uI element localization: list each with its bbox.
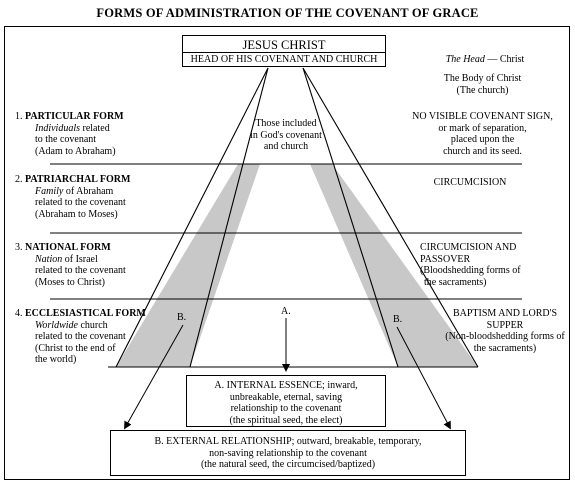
marker-left-b: B. — [177, 312, 187, 323]
form-line-italic: Nation — [35, 253, 63, 265]
center-note-line: Those included — [255, 118, 317, 129]
sign-line: church and its seed. — [443, 145, 522, 157]
sign-line: CIRCUMCISION — [433, 177, 507, 188]
marker-right-b: B. — [393, 314, 403, 325]
form-3-sign: CIRCUMCISION AND PASSOVER (Bloodshedding… — [420, 242, 568, 288]
form-2-label: 2. PATRIARCHAL FORM Family of Abraham re… — [15, 174, 175, 220]
form-line-italic: Individuals — [35, 122, 80, 134]
diagram-frame — [4, 26, 570, 480]
sign-line: (Non-bloodshedding forms of — [445, 331, 565, 342]
form-line: (Abraham to Moses) — [35, 208, 118, 220]
head-box: JESUS CHRIST HEAD OF HIS COVENANT AND CH… — [182, 35, 386, 67]
form-number: 2. — [15, 174, 23, 185]
form-name: PATRIARCHAL FORM — [25, 174, 131, 185]
form-line: to the covenant — [35, 134, 97, 145]
form-line: (Adam to Abraham) — [35, 145, 116, 157]
sign-line: CIRCUMCISION AND PASSOVER — [420, 242, 517, 265]
head-note: The Head — Christ — [420, 54, 550, 66]
cone-right-outer — [302, 67, 479, 368]
center-note-line: and church — [263, 141, 309, 152]
form-line: of Israel — [62, 253, 98, 265]
body-note: The Body of Christ (The church) — [415, 73, 550, 96]
sign-line: (Bloodshedding forms of — [420, 265, 521, 276]
form-line: (Moses to Christ) — [35, 276, 105, 288]
head-note-rest: — Christ — [484, 54, 525, 65]
box-a-line: relationship to the covenant — [230, 403, 342, 414]
box-b-line: non-saving relationship to the covenant — [209, 447, 367, 459]
form-line: related to the covenant — [35, 331, 126, 342]
form-4-sign: BAPTISM AND LORD'S SUPPER (Non-bloodshed… — [435, 308, 575, 354]
sign-line: SUPPER — [486, 319, 524, 331]
sign-line: or mark of separation, — [438, 122, 527, 134]
form-number: 4. — [15, 308, 23, 319]
box-b-line: B. EXTERNAL RELATIONSHIP; outward, break… — [154, 436, 422, 447]
form-line: related — [80, 122, 110, 134]
marker-center-a: A. — [281, 306, 291, 317]
arrow-right-b — [396, 326, 451, 430]
form-2-sign: CIRCUMCISION — [420, 177, 520, 189]
sign-line: placed upon the — [450, 134, 515, 145]
diagram-title: FORMS OF ADMINISTRATION OF THE COVENANT … — [96, 6, 479, 20]
form-line-italic: Family — [35, 185, 64, 197]
form-1-label: 1. PARTICULAR FORM Individuals related t… — [15, 111, 175, 157]
form-4-label: 4. ECCLESIASTICAL FORM Worldwide church … — [15, 308, 175, 366]
form-line-italic: Worldwide — [35, 319, 78, 331]
form-line: of Abraham — [63, 185, 114, 197]
form-line: related to the covenant — [35, 265, 126, 276]
box-a-line: (the spiritual seed, the elect) — [229, 414, 343, 426]
form-number: 1. — [15, 111, 23, 122]
sign-line: the sacraments) — [424, 276, 487, 288]
center-note-line: in God's covenant — [250, 129, 322, 141]
form-line: church — [77, 319, 108, 331]
form-name: PARTICULAR FORM — [25, 111, 124, 122]
form-line: (Christ to the end of — [35, 342, 116, 354]
sign-line: BAPTISM AND LORD'S — [452, 308, 558, 319]
form-3-label: 3. NATIONAL FORM Nation of Israel relate… — [15, 242, 175, 288]
internal-essence-box: A. INTERNAL ESSENCE; inward, unbreakable… — [186, 375, 386, 427]
form-line: related to the covenant — [35, 197, 126, 208]
form-number: 3. — [15, 242, 23, 253]
cone-left-outer — [115, 67, 269, 368]
center-note: Those included in God's covenant and chu… — [246, 118, 326, 153]
box-a-line: A. INTERNAL ESSENCE; inward, — [214, 380, 358, 391]
form-name: ECCLESIASTICAL FORM — [25, 308, 146, 319]
head-subtitle: HEAD OF HIS COVENANT AND CHURCH — [183, 52, 385, 66]
form-line: the world) — [35, 354, 77, 365]
sign-line: the sacraments) — [473, 342, 537, 354]
box-b-line: (the natural seed, the circumcised/bapti… — [200, 459, 376, 470]
head-note-italic: The Head — [445, 54, 485, 65]
form-1-sign: NO VISIBLE COVENANT SIGN, or mark of sep… — [410, 111, 555, 157]
body-note-line1: The Body of Christ — [443, 73, 522, 84]
right-shaded-wedge — [310, 164, 478, 367]
external-relationship-box: B. EXTERNAL RELATIONSHIP; outward, break… — [110, 430, 466, 476]
head-name: JESUS CHRIST — [242, 38, 326, 52]
cone-left-inner — [189, 67, 269, 368]
left-shaded-wedge — [116, 164, 260, 367]
sign-line: NO VISIBLE COVENANT SIGN, — [412, 111, 553, 122]
cone-right-inner — [302, 67, 399, 368]
form-name: NATIONAL FORM — [25, 242, 111, 253]
body-note-line2: (The church) — [456, 84, 509, 96]
arrow-left-b — [124, 324, 184, 430]
box-a-line: unbreakable, eternal, saving — [229, 391, 343, 403]
